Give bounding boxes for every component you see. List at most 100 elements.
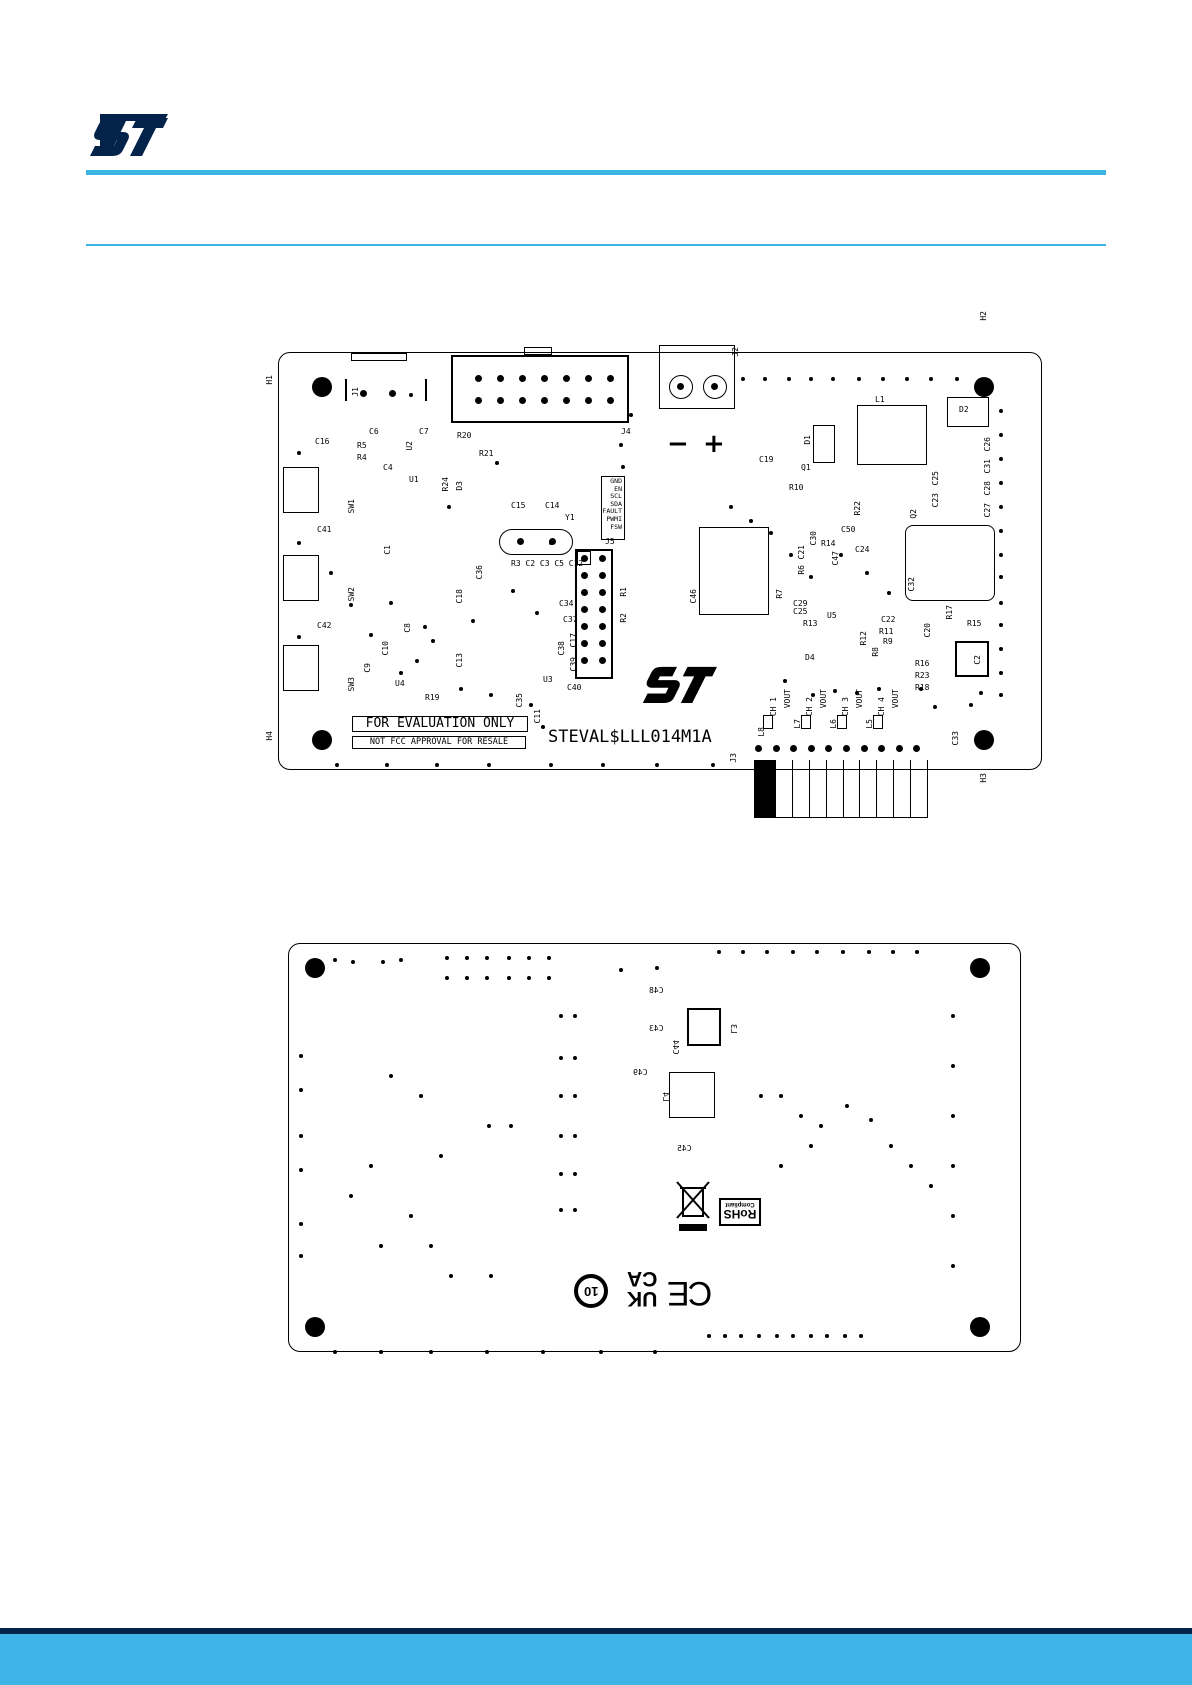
label-c15: C15 [511,501,526,510]
label-c50: C50 [841,525,856,534]
via [951,1214,955,1218]
via [999,671,1003,675]
label-u4: U4 [395,679,405,688]
label-h1: H1 [265,375,274,385]
via [601,763,605,767]
pad [895,745,903,752]
signals-label-box: GND EN SCL SDA FAULT PWMI FSW [601,476,625,540]
via [449,1274,453,1278]
via [791,950,795,954]
pad [585,397,592,404]
pad [599,555,606,562]
label-c18: C18 [455,589,464,604]
via [299,1088,303,1092]
pad [360,390,367,397]
via [489,693,493,697]
signal-sda: SDA [610,499,622,508]
label-c46: C46 [689,589,698,604]
via [369,1164,373,1168]
pad [599,640,606,647]
label-ch3: CH 3 [841,697,850,717]
via [487,763,491,767]
pad [563,375,570,382]
pad [807,745,815,752]
label-sw3: SW3 [347,677,356,692]
label-c13: C13 [455,653,464,668]
pad [519,397,526,404]
pad [607,375,614,382]
via [815,950,819,954]
via [573,1094,577,1098]
pad [607,397,614,404]
via [507,976,511,980]
efup-10-icon: 10 [574,1274,608,1308]
label-r22: R22 [853,501,862,516]
weee-bin-icon [676,1181,710,1231]
label-c40: C40 [567,683,582,692]
ukca-mark: UK CA [627,1267,658,1310]
via [723,1334,727,1338]
label-c39: C39 [569,657,578,672]
header-rule [86,170,1106,175]
via [655,966,659,970]
label-r7: R7 [775,589,784,599]
signal-pwmi: PWMI [606,514,622,523]
via [573,1208,577,1212]
via [839,553,843,557]
pad [599,589,606,596]
via [485,956,489,960]
label-j1: J1 [351,387,360,397]
via [619,443,623,447]
label-l1: L1 [875,395,885,404]
via [385,763,389,767]
via [511,589,515,593]
pad [581,606,588,613]
pad [475,375,482,382]
via [573,1056,577,1060]
pcb-bottom-view: C48 C43 C44 C49 C45 L3 L4 RoHS Compliant… [288,943,1021,1354]
via [297,451,301,455]
via [487,1124,491,1128]
pad [581,589,588,596]
outline [345,379,347,401]
diode-d1-outline [813,425,835,463]
via [951,1164,955,1168]
via [741,377,745,381]
via [811,693,815,697]
via [423,625,427,629]
label-c14: C14 [545,501,560,510]
label-c9: C9 [363,663,372,673]
pad [878,745,886,752]
label-h4: H4 [265,731,274,741]
pcb-top-view: − + GND EN SCL SDA FAULT PWMI FSW H1 H4 [265,311,1042,783]
plus-sign: + [703,429,725,459]
mounting-hole-h4 [312,730,332,750]
label-c1: C1 [383,545,392,555]
label-vout-2: VOUT [819,689,828,709]
terminal-screw [703,375,727,399]
via [999,481,1003,485]
via [999,505,1003,509]
via [951,1114,955,1118]
via [389,1074,393,1078]
pad [599,623,606,630]
via [549,763,553,767]
pad [790,745,798,752]
st-logo-silkscreen [642,666,717,703]
via [769,531,773,535]
compliant-text: Compliant [725,1201,755,1207]
via [297,635,301,639]
label-j5: J5 [605,537,615,546]
via [869,1118,873,1122]
pad [585,375,592,382]
via [621,465,625,469]
pad [599,606,606,613]
label-c33: C33 [951,731,960,746]
label-l5: L5 [865,719,874,729]
via [489,1274,493,1278]
via [809,1144,813,1148]
via [297,541,301,545]
via [757,1334,761,1338]
via [887,591,891,595]
label-r16: R16 [915,659,930,668]
